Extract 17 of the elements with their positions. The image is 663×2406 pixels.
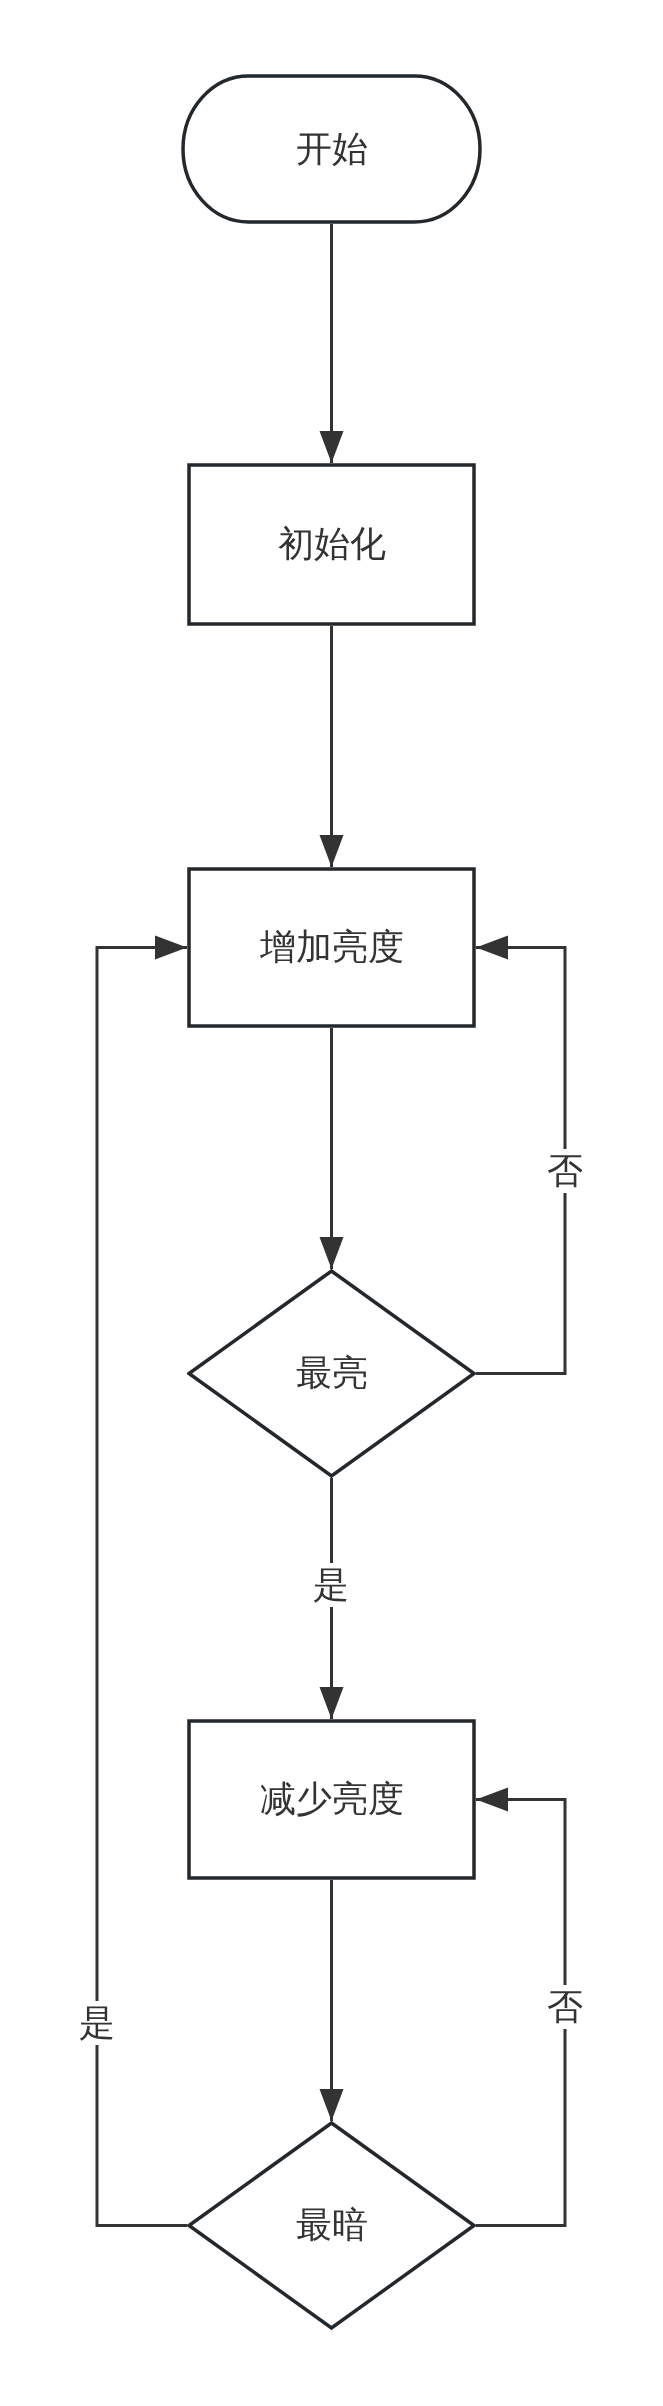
arrow [95,935,187,2227]
arrow [476,935,567,1375]
arrow [319,1880,344,2121]
start-terminal: 开始 [181,74,482,224]
decision-diamond: 最亮 [187,1269,476,1478]
arrow [319,224,344,463]
process-box: 增加亮度 [187,867,476,1028]
decision-diamond: 最暗 [187,2121,476,2330]
arrow [319,626,344,867]
edge-label: 是 [313,1563,349,1607]
process-box: 减少亮度 [187,1719,476,1880]
arrow [476,1787,567,2227]
edge-label: 否 [547,1985,583,2029]
edge-label: 否 [547,1149,583,1193]
edge-label: 是 [79,2001,115,2045]
process-box: 初始化 [187,463,476,626]
arrow [319,1028,344,1269]
